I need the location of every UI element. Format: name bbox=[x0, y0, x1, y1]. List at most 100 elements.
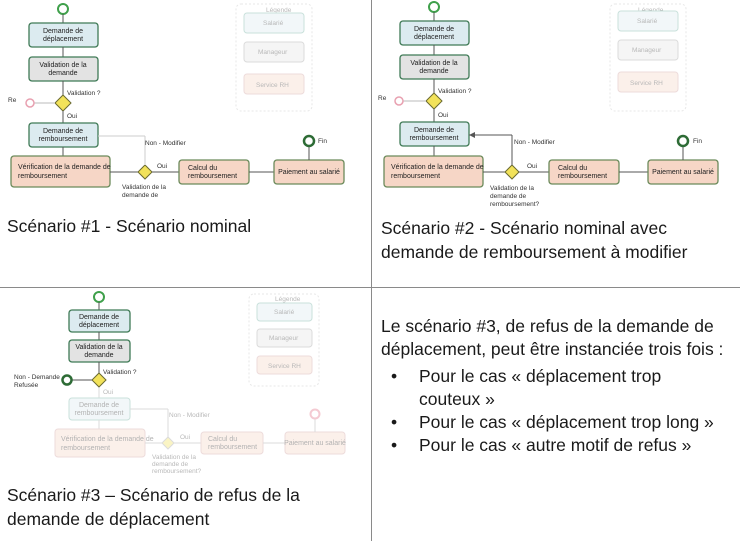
svg-text:Oui: Oui bbox=[157, 163, 167, 170]
end-event bbox=[676, 134, 690, 148]
intro-line-1: Le scénario #3, de refus de la demande d… bbox=[381, 316, 714, 336]
intro-line-2: déplacement, peut être instanciée trois … bbox=[381, 339, 724, 359]
svg-text:Oui: Oui bbox=[67, 113, 77, 120]
task-demande-remboursement bbox=[28, 122, 99, 148]
legend-rh: Service RH bbox=[256, 82, 289, 89]
scenario-3-explanation: Le scénario #3, de refus de la demande d… bbox=[381, 315, 737, 457]
svg-text:Manageur: Manageur bbox=[269, 335, 299, 342]
task-demande-remboursement bbox=[68, 397, 131, 421]
task-calcul bbox=[178, 159, 250, 185]
legend: Légende Salarié Manageur Service RH bbox=[235, 3, 313, 112]
svg-text:Salarié: Salarié bbox=[274, 309, 295, 316]
svg-text:Oui: Oui bbox=[527, 163, 537, 170]
start-event bbox=[57, 3, 69, 15]
task-validation-demande bbox=[28, 56, 99, 82]
svg-text:Demande de: Demande de bbox=[79, 402, 119, 409]
svg-text:remboursement?: remboursement? bbox=[152, 468, 202, 475]
svg-text:déplacement: déplacement bbox=[79, 322, 119, 329]
task-calcul bbox=[200, 431, 264, 455]
caption-scenario-3: Scénario #3 – Scénario de refus de la de… bbox=[7, 485, 300, 529]
svg-text:remboursement: remboursement bbox=[409, 135, 458, 142]
gateway-remboursement bbox=[504, 164, 520, 180]
svg-text:Service RH: Service RH bbox=[630, 80, 663, 87]
task-demande-deplacement bbox=[28, 22, 99, 48]
svg-text:Oui: Oui bbox=[103, 389, 113, 396]
list-item: • Pour le cas « autre motif de refus » bbox=[391, 435, 692, 455]
svg-text:demande de: demande de bbox=[490, 193, 527, 200]
svg-text:Validation ?: Validation ? bbox=[438, 88, 472, 95]
bullet-icon: • bbox=[391, 412, 398, 432]
start-event bbox=[428, 1, 440, 13]
task-verification bbox=[54, 428, 146, 458]
task-verification bbox=[383, 155, 484, 188]
svg-text:Validation de la: Validation de la bbox=[490, 185, 534, 192]
caption-scenario-2: Scénario #2 - Scénario nominal avec dema… bbox=[381, 218, 688, 262]
svg-text:Demande de: Demande de bbox=[414, 26, 454, 33]
svg-text:demande: demande bbox=[419, 68, 448, 75]
legend-salarie: Salarié bbox=[263, 20, 284, 27]
refus-end-event bbox=[61, 374, 73, 386]
gateway-remboursement bbox=[161, 436, 175, 450]
svg-text:Demande de: Demande de bbox=[79, 314, 119, 321]
list-item: • Pour le cas « déplacement trop long » bbox=[391, 412, 714, 432]
svg-text:remboursement: remboursement bbox=[61, 445, 110, 452]
svg-text:Demande de: Demande de bbox=[43, 28, 83, 35]
svg-text:remboursement: remboursement bbox=[558, 173, 607, 180]
svg-text:demande: demande bbox=[84, 352, 113, 359]
end-event bbox=[309, 408, 321, 420]
svg-text:Validation de la: Validation de la bbox=[75, 344, 122, 351]
svg-text:Paiement au salarié: Paiement au salarié bbox=[652, 169, 714, 176]
refus-end-event bbox=[25, 98, 35, 108]
end-event bbox=[302, 134, 316, 148]
svg-text:remboursement: remboursement bbox=[188, 173, 237, 180]
task-validation-demande bbox=[399, 54, 470, 80]
svg-text:Validation ?: Validation ? bbox=[67, 90, 101, 97]
svg-text:Validation ?: Validation ? bbox=[103, 369, 137, 376]
gateway-validation bbox=[54, 94, 72, 112]
svg-text:Légende: Légende bbox=[638, 7, 664, 14]
svg-text:Validation de la: Validation de la bbox=[152, 454, 196, 461]
svg-text:remboursement: remboursement bbox=[74, 410, 123, 417]
svg-text:Non - Modifier: Non - Modifier bbox=[514, 139, 556, 146]
svg-text:Non - Modifier: Non - Modifier bbox=[169, 412, 211, 419]
svg-text:Fin: Fin bbox=[693, 138, 702, 145]
diagram-svg-1: Légende Salarié Manageur Service RH Dema… bbox=[8, 3, 345, 199]
svg-text:Salarié: Salarié bbox=[637, 18, 658, 25]
legend-title: Légende bbox=[266, 7, 292, 14]
svg-text:Re: Re bbox=[8, 97, 17, 104]
svg-text:Demande de: Demande de bbox=[414, 127, 454, 134]
refus-end-event bbox=[394, 96, 404, 106]
diagram-svg-3: Légende Salarié Manageur Service RH Dema… bbox=[14, 291, 346, 475]
task-verification bbox=[10, 155, 111, 188]
svg-text:Validation de la: Validation de la bbox=[39, 62, 86, 69]
caption-scenario-1: Scénario #1 - Scénario nominal bbox=[7, 216, 252, 236]
svg-text:demande: demande bbox=[48, 70, 77, 77]
svg-text:Validation de la: Validation de la bbox=[122, 184, 166, 191]
svg-text:remboursement: remboursement bbox=[18, 173, 67, 180]
svg-text:remboursement: remboursement bbox=[208, 444, 257, 451]
task-calcul bbox=[548, 159, 620, 185]
svg-text:Demande de: Demande de bbox=[43, 128, 83, 135]
legend: Légende Salarié Manageur Service RH bbox=[609, 3, 687, 112]
svg-text:Manageur: Manageur bbox=[632, 47, 662, 54]
grid-vertical-divider bbox=[371, 0, 372, 541]
grid-horizontal-divider bbox=[0, 287, 740, 288]
diagram-scenario-2: Légende Salarié Manageur Service RH Dema… bbox=[372, 0, 740, 210]
cases-list: • Pour le cas « déplacement trop couteux… bbox=[381, 365, 737, 457]
svg-text:Vérification de la demande de: Vérification de la demande de bbox=[391, 164, 484, 171]
gateway-remboursement bbox=[137, 164, 153, 180]
svg-text:déplacement: déplacement bbox=[43, 36, 83, 43]
list-item: • Pour le cas « déplacement trop couteux… bbox=[391, 366, 662, 409]
diagram-svg-2: Légende Salarié Manageur Service RH Dema… bbox=[378, 1, 719, 208]
task-paiement bbox=[284, 431, 346, 455]
diagram-scenario-3: Légende Salarié Manageur Service RH Dema… bbox=[0, 288, 371, 478]
legend: Légende Salarié Manageur Service RH bbox=[248, 293, 320, 387]
bullet-icon: • bbox=[391, 435, 398, 455]
svg-text:remboursement: remboursement bbox=[391, 173, 440, 180]
start-event bbox=[93, 291, 105, 303]
svg-text:remboursement: remboursement bbox=[38, 136, 87, 143]
svg-text:Calcul du: Calcul du bbox=[188, 165, 217, 172]
task-demande-deplacement bbox=[399, 20, 470, 46]
svg-text:Vérification de la demande de: Vérification de la demande de bbox=[61, 436, 154, 443]
legend-manageur: Manageur bbox=[258, 49, 288, 56]
